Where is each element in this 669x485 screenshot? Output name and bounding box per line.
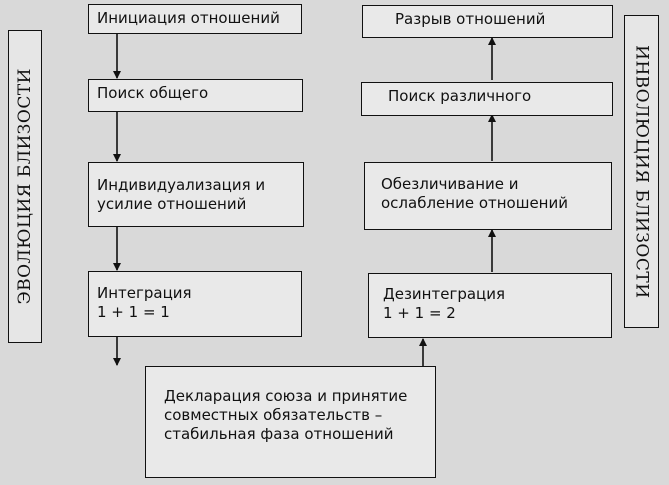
stage-text-line: Дезинтеграция [383, 285, 506, 303]
stage-text-line: 1 + 1 = 2 [383, 304, 456, 322]
stage-stable-union: Декларация союза и принятие совместных о… [145, 366, 436, 478]
stage-initiation: Инициация отношений [88, 4, 302, 34]
stage-text-line: усилие отношений [97, 195, 247, 213]
stage-text-line: Поиск различного [388, 87, 532, 105]
stage-text-line: Декларация союза и принятие [164, 387, 408, 405]
stage-text-line: Инициация отношений [97, 9, 280, 27]
stage-integration: Интеграция 1 + 1 = 1 [88, 271, 302, 337]
stage-text-line: Индивидуализация и [97, 176, 266, 194]
stage-text-line: совместных обязательств – [164, 406, 383, 424]
evolution-label-text: ЭВОЛЮЦИЯ БЛИЗОСТИ [15, 68, 35, 305]
stage-text-line: 1 + 1 = 1 [97, 303, 170, 321]
stage-breakup: Разрыв отношений [362, 5, 613, 38]
involution-side-label: ИНВОЛЮЦИЯ БЛИЗОСТИ [624, 15, 659, 328]
evolution-side-label: ЭВОЛЮЦИЯ БЛИЗОСТИ [8, 30, 42, 343]
stage-search-common: Поиск общего [88, 79, 303, 112]
stage-text-line: Разрыв отношений [395, 10, 546, 28]
stage-text-line: Обезличивание и [381, 175, 519, 193]
stage-depersonalization: Обезличивание и ослабление отношений [364, 162, 612, 230]
stage-text-line: ослабление отношений [381, 194, 568, 212]
stage-text-line: стабильная фаза отношений [164, 425, 394, 443]
stage-disintegration: Дезинтеграция 1 + 1 = 2 [368, 273, 612, 338]
stage-individualization: Индивидуализация и усилие отношений [88, 162, 304, 227]
stage-text-line: Поиск общего [97, 84, 209, 102]
stage-search-difference: Поиск различного [361, 82, 613, 116]
involution-label-text: ИНВОЛЮЦИЯ БЛИЗОСТИ [631, 44, 652, 299]
stage-text-line: Интеграция [97, 284, 192, 302]
